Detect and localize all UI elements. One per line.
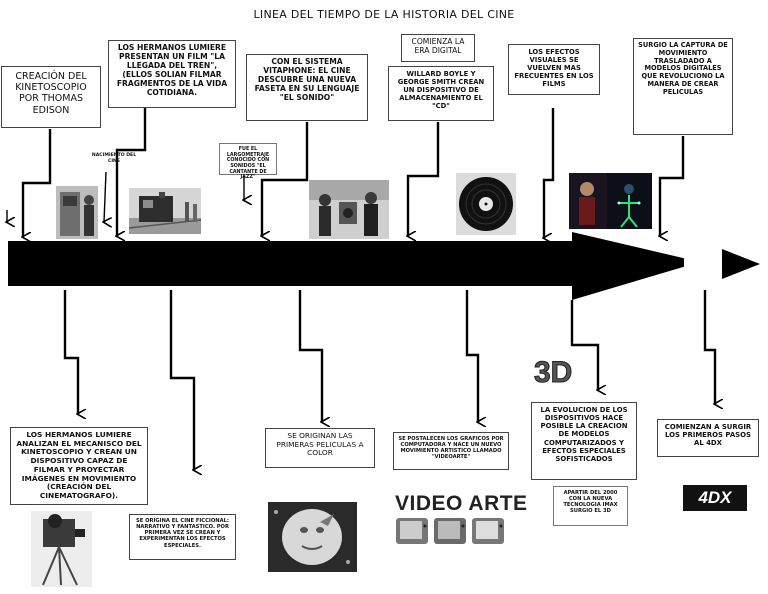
event-cine-ficcional: SE ORIGINA EL CINE FICCIONAL: NARRATIVO … — [129, 514, 236, 560]
moon-trip-photo — [268, 502, 357, 572]
video-arte-logo: VIDEO ARTE — [395, 492, 528, 515]
event-lumiere-tren: LOS HERMANOS LUMIERE PRESENTAN UN FILM "… — [108, 40, 236, 108]
event-efectos-visuales: LOS EFECTOS VISUALES SE VUELVEN MAS FREC… — [508, 44, 600, 95]
four-dx-logo: 4DX — [683, 485, 747, 511]
connector-kinetoscopio — [23, 129, 52, 237]
event-vitaphone: CON EL SISTEMA VITAPHONE: EL CINE DESCUB… — [246, 54, 368, 121]
event-videoarte: SE POSTALECEN LOS GRAFICOS POR COMPUTADO… — [393, 432, 509, 470]
tick-nacimiento — [104, 171, 106, 222]
event-kinetoscopio: CREACIÓN DEL KINETOSCOPIO POR THOMAS EDI… — [1, 66, 101, 128]
event-captura-movimiento: SURGIO LA CAPTURA DE MOVIMIENTO TRASLADA… — [633, 38, 733, 135]
three-d-logo-text: 3D — [534, 356, 572, 389]
event-era-digital: COMIENZA LA ERA DIGITAL — [401, 34, 475, 62]
vitaphone-photo — [309, 180, 389, 239]
connector-videoarte — [465, 290, 478, 422]
connector-cd — [408, 122, 440, 236]
connector-lumiere-tren — [117, 108, 147, 236]
event-imax-3d: APARTIR DEL 2000 CON LA NUEVA TECNOLOGIA… — [553, 486, 628, 526]
timeline-arrow — [8, 232, 760, 300]
connector-efectos — [544, 108, 555, 238]
three-d-logo: 3D — [530, 350, 580, 390]
connector-color — [298, 290, 322, 422]
event-nacimiento: NACIMIENTO DEL CINE — [91, 153, 137, 164]
event-4dx: COMIENZAN A SURGIR LOS PRIMEROS PASOS AL… — [657, 419, 759, 457]
event-dispositivos: LA EVOLUCION DE LOS DISPOSITIVOS HACE PO… — [531, 402, 637, 480]
tv-sets-illustration — [394, 516, 506, 548]
visual-effects-photo — [569, 173, 652, 229]
connector-cinematografo — [63, 290, 78, 414]
event-cinematografo: LOS HERMANOS LUMIERE ANALIZAN EL MECANIS… — [10, 427, 148, 505]
connector-cine-ficcional — [169, 290, 194, 470]
cinematograph-camera-photo — [31, 511, 92, 587]
connector-4dx — [703, 290, 715, 404]
connector-vitaphone — [262, 122, 309, 236]
train-photo — [129, 188, 201, 234]
connector-dispositivos — [570, 300, 598, 390]
page-title: LINEA DEL TIEMPO DE LA HISTORIA DEL CINE — [253, 8, 515, 21]
kinetoscope-photo — [56, 186, 98, 239]
event-cd: WILLARD BOYLE Y GEORGE SMITH CREAN UN DI… — [388, 66, 494, 121]
event-cantante-jazz: FUE EL LARGOMETRAJE CONOCIDO CON SONIDOS… — [219, 143, 277, 180]
event-color: SE ORIGINAN LAS PRIMERAS PELICULAS A COL… — [265, 428, 375, 468]
connector-captura — [660, 136, 685, 236]
vinyl-record-photo — [456, 173, 516, 235]
